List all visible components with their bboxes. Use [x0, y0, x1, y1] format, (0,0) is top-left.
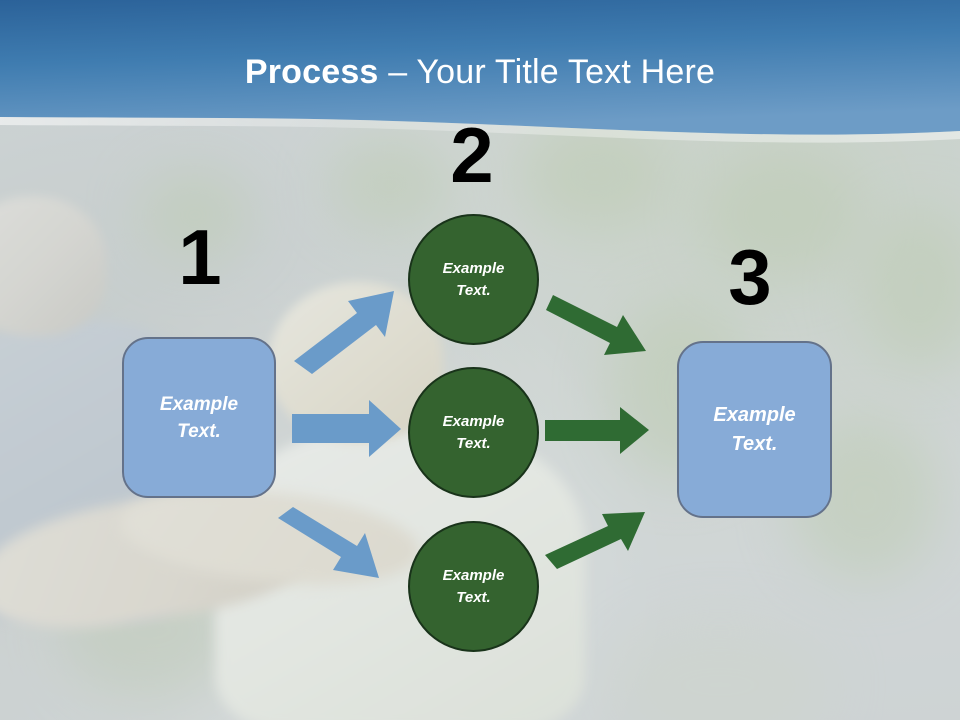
page-title-bold: Process	[244, 53, 379, 91]
step-2-circle-2[interactable]: Example Text.	[408, 367, 539, 498]
page-title: Process – Your Title Text Here	[0, 52, 960, 92]
step-1-box[interactable]: Example Text.	[122, 337, 276, 498]
step-3-box[interactable]: Example Text.	[677, 341, 832, 518]
header-band	[0, 0, 960, 150]
step-number-3: 3	[728, 233, 772, 321]
step-3-box-label: Example Text.	[713, 403, 796, 455]
step-2-circle-2-label: Example Text.	[442, 412, 505, 452]
step-number-2: 2	[450, 111, 494, 199]
page-title-rest: Your Title Text Here	[416, 53, 716, 91]
step-2-circle-3[interactable]: Example Text.	[408, 521, 539, 652]
step-2-circle-1[interactable]: Example Text.	[408, 214, 539, 345]
step-2-circle-1-label: Example Text.	[442, 259, 505, 299]
step-2-circle-3-label: Example Text.	[442, 566, 505, 606]
page-title-separator: –	[378, 53, 417, 91]
step-1-box-label: Example Text.	[159, 393, 239, 442]
step-number-1: 1	[178, 213, 222, 301]
